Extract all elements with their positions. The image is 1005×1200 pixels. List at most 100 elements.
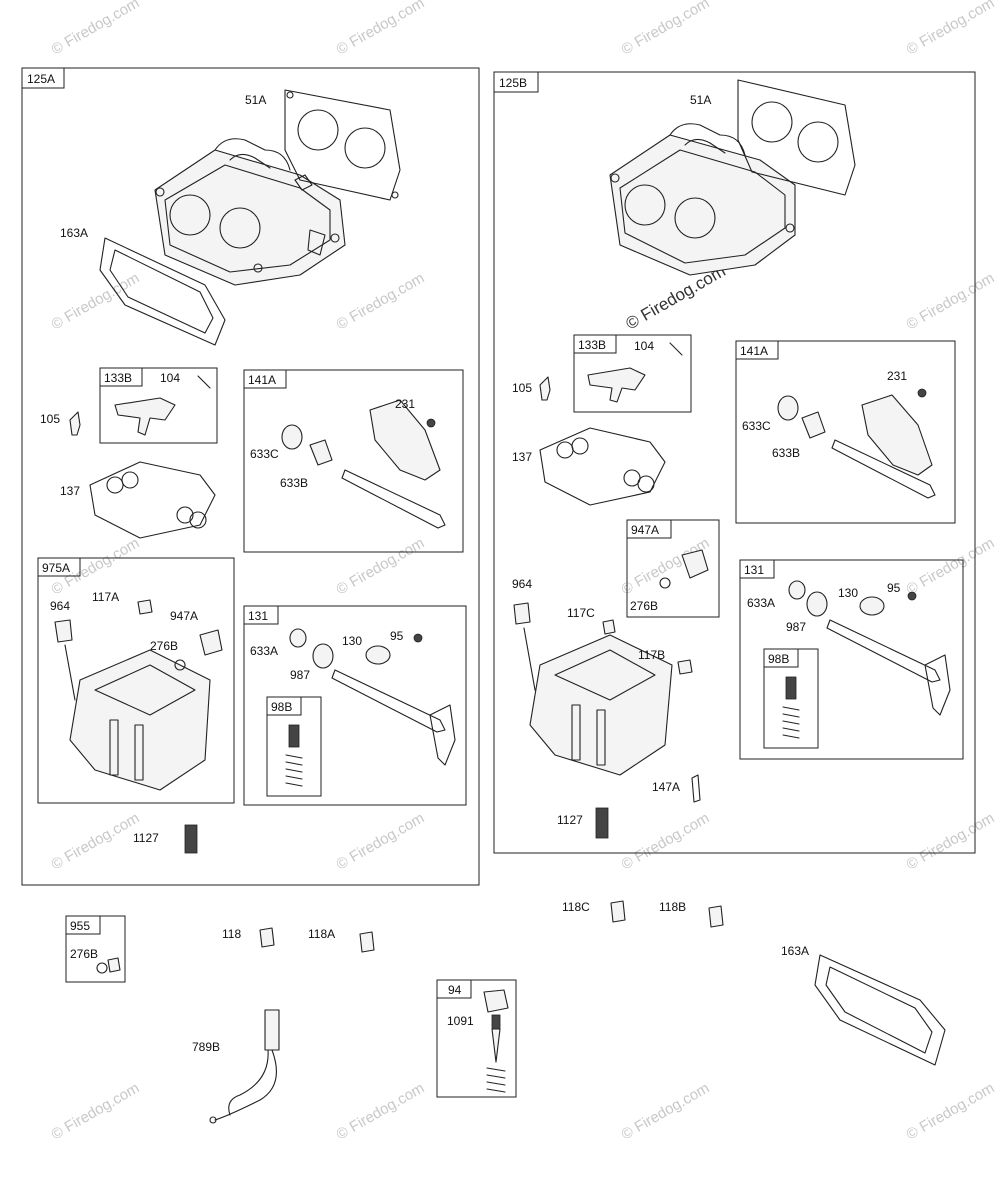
watermark: © Firedog.com <box>49 269 143 333</box>
carburetor-bowl-right <box>513 602 701 803</box>
box-label-133B: 133B <box>578 338 606 352</box>
label-130: 130 <box>838 586 858 600</box>
gasket-51A-right <box>737 79 856 196</box>
label-104: 104 <box>634 339 654 353</box>
label-105: 105 <box>512 381 532 395</box>
label-633A: 633A <box>250 644 278 658</box>
box-label-98B: 98B <box>271 700 292 714</box>
label-95: 95 <box>887 581 901 595</box>
label-163A: 163A <box>781 944 809 958</box>
label-947A: 947A <box>170 609 198 623</box>
box-98B-right: 98B <box>763 648 819 749</box>
label-130: 130 <box>342 634 362 648</box>
label-118A: 118A <box>308 927 335 941</box>
label-633B: 633B <box>772 446 800 460</box>
label-105: 105 <box>40 412 60 426</box>
carburetor-body-left <box>154 138 346 286</box>
screw-1127-left <box>184 824 198 854</box>
box-141A-left: 141A <box>243 369 464 553</box>
label-964: 964 <box>512 577 532 591</box>
wire-789B <box>209 1009 280 1124</box>
label-118B: 118B <box>659 900 686 914</box>
box-label-955: 955 <box>70 919 90 933</box>
box-955: 955 <box>65 915 126 983</box>
plug-118 <box>259 927 275 948</box>
label-117B: 117B <box>638 648 665 662</box>
label-987: 987 <box>290 668 310 682</box>
label-51A: 51A <box>245 93 266 107</box>
gasket-137-right <box>539 427 666 506</box>
watermark: © Firedog.com <box>619 1079 713 1143</box>
label-1127: 1127 <box>557 813 583 827</box>
label-987: 987 <box>786 620 806 634</box>
box-947A-right: 947A <box>626 519 720 618</box>
label-163A: 163A <box>60 226 88 240</box>
box-133B-right: 133B <box>573 334 692 413</box>
plug-118A <box>359 931 375 953</box>
box-975A: 975A <box>37 557 235 804</box>
watermark: © Firedog.com <box>904 269 998 333</box>
label-51A: 51A <box>690 93 711 107</box>
label-633C: 633C <box>250 447 279 461</box>
carburetor-body-right <box>609 123 796 276</box>
box-label-125A: 125A <box>27 72 55 86</box>
frame-125A: 125A <box>21 67 480 886</box>
label-137: 137 <box>60 484 80 498</box>
box-133B-left: 133B <box>99 367 218 444</box>
watermark: © Firedog.com <box>619 0 713 58</box>
watermark: © Firedog.com <box>334 269 428 333</box>
label-276B: 276B <box>630 599 658 613</box>
label-117A: 117A <box>92 590 119 604</box>
plug-118C <box>610 900 626 923</box>
label-231: 231 <box>887 369 907 383</box>
gasket-137-left <box>89 461 216 539</box>
label-964: 964 <box>50 599 70 613</box>
label-276B: 276B <box>150 639 178 653</box>
box-label-141A: 141A <box>740 344 768 358</box>
watermark: © Firedog.com <box>49 1079 143 1143</box>
box-label-975A: 975A <box>42 561 70 575</box>
box-94: 94 <box>436 979 517 1098</box>
label-117C: 117C <box>567 606 595 620</box>
label-789B: 789B <box>192 1040 220 1054</box>
label-104: 104 <box>160 371 180 385</box>
watermark: © Firedog.com <box>904 534 998 598</box>
gasket-51A-left <box>284 89 401 201</box>
box-label-125B: 125B <box>499 76 527 90</box>
watermark: © Firedog.com <box>334 1079 428 1143</box>
label-633B: 633B <box>280 476 308 490</box>
box-label-947A: 947A <box>631 523 659 537</box>
label-118C: 118C <box>562 900 590 914</box>
label-137: 137 <box>512 450 532 464</box>
box-131-right: 131 <box>739 559 964 760</box>
label-95: 95 <box>390 629 404 643</box>
frame-125B: 125B <box>493 71 976 854</box>
label-276B: 276B <box>70 947 98 961</box>
box-131-left: 131 <box>243 605 467 806</box>
watermark: © Firedog.com <box>619 809 713 873</box>
box-label-98B: 98B <box>768 652 789 666</box>
watermark: © Firedog.com <box>49 809 143 873</box>
label-231: 231 <box>395 397 415 411</box>
plug-118B <box>708 905 724 928</box>
watermark: © Firedog.com <box>49 0 143 58</box>
box-label-141A: 141A <box>248 373 276 387</box>
watermark: © Firedog.com <box>334 809 428 873</box>
box-label-131: 131 <box>248 609 268 623</box>
needle-105-right <box>539 376 551 401</box>
gasket-163A-left <box>99 237 226 346</box>
needle-105-left <box>69 411 81 436</box>
label-633A: 633A <box>747 596 775 610</box>
box-141A-right: 141A <box>735 340 956 524</box>
gasket-163A-bottom <box>814 954 946 1066</box>
watermark: © Firedog.com <box>904 0 998 58</box>
watermark: © Firedog.com <box>904 809 998 873</box>
watermark: © Firedog.com <box>334 534 428 598</box>
box-label-133B: 133B <box>104 371 132 385</box>
box-label-94: 94 <box>448 983 462 997</box>
label-633C: 633C <box>742 419 771 433</box>
label-118: 118 <box>222 927 241 941</box>
box-98B-left: 98B <box>266 696 322 797</box>
label-1091: 1091 <box>447 1014 474 1028</box>
